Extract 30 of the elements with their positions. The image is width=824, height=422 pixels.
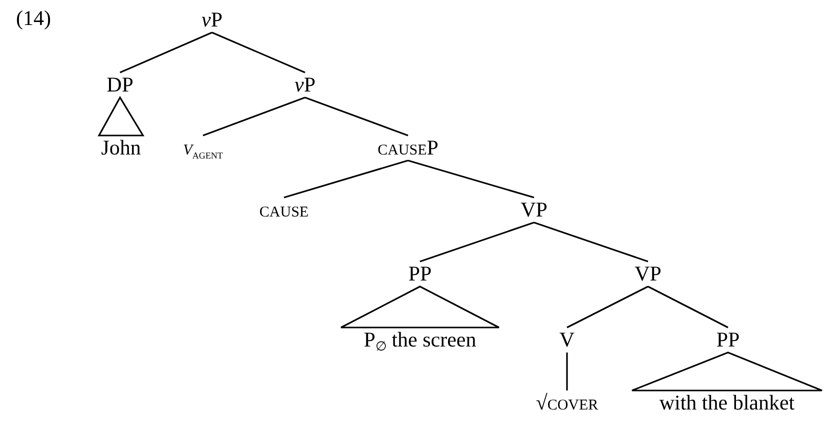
word-label: with the blanket xyxy=(659,392,795,414)
category-label: PP xyxy=(716,328,740,352)
word-label: P$_{∅}$ the screen xyxy=(364,328,476,352)
category-label: DP xyxy=(106,74,134,96)
category-label: V xyxy=(559,328,575,352)
category-label: VP xyxy=(634,262,662,286)
branch-line xyxy=(284,160,408,198)
branch-line xyxy=(120,32,212,74)
example-number: (14) xyxy=(16,8,51,29)
category-label: vP xyxy=(294,74,316,96)
branch-line xyxy=(566,352,568,390)
branch-line xyxy=(408,160,534,198)
category-label: PP xyxy=(408,262,432,286)
branch-line xyxy=(566,286,648,328)
triangle-roof xyxy=(631,352,823,392)
category-label: vP xyxy=(202,8,222,32)
branch-line xyxy=(304,96,408,136)
branch-line xyxy=(212,32,306,74)
category-label: VP xyxy=(520,198,548,222)
word-label: John xyxy=(101,136,141,160)
triangle-roof xyxy=(98,96,144,136)
category-label: causeP xyxy=(378,136,438,160)
word-label: v$_{agent}$ xyxy=(183,136,223,160)
branch-line xyxy=(420,222,534,262)
branch-line xyxy=(534,222,648,262)
triangle-roof xyxy=(340,286,500,328)
word-label: cause xyxy=(259,198,309,222)
branch-line xyxy=(648,286,728,328)
word-label: √cover xyxy=(536,392,598,414)
branch-line xyxy=(202,96,306,136)
